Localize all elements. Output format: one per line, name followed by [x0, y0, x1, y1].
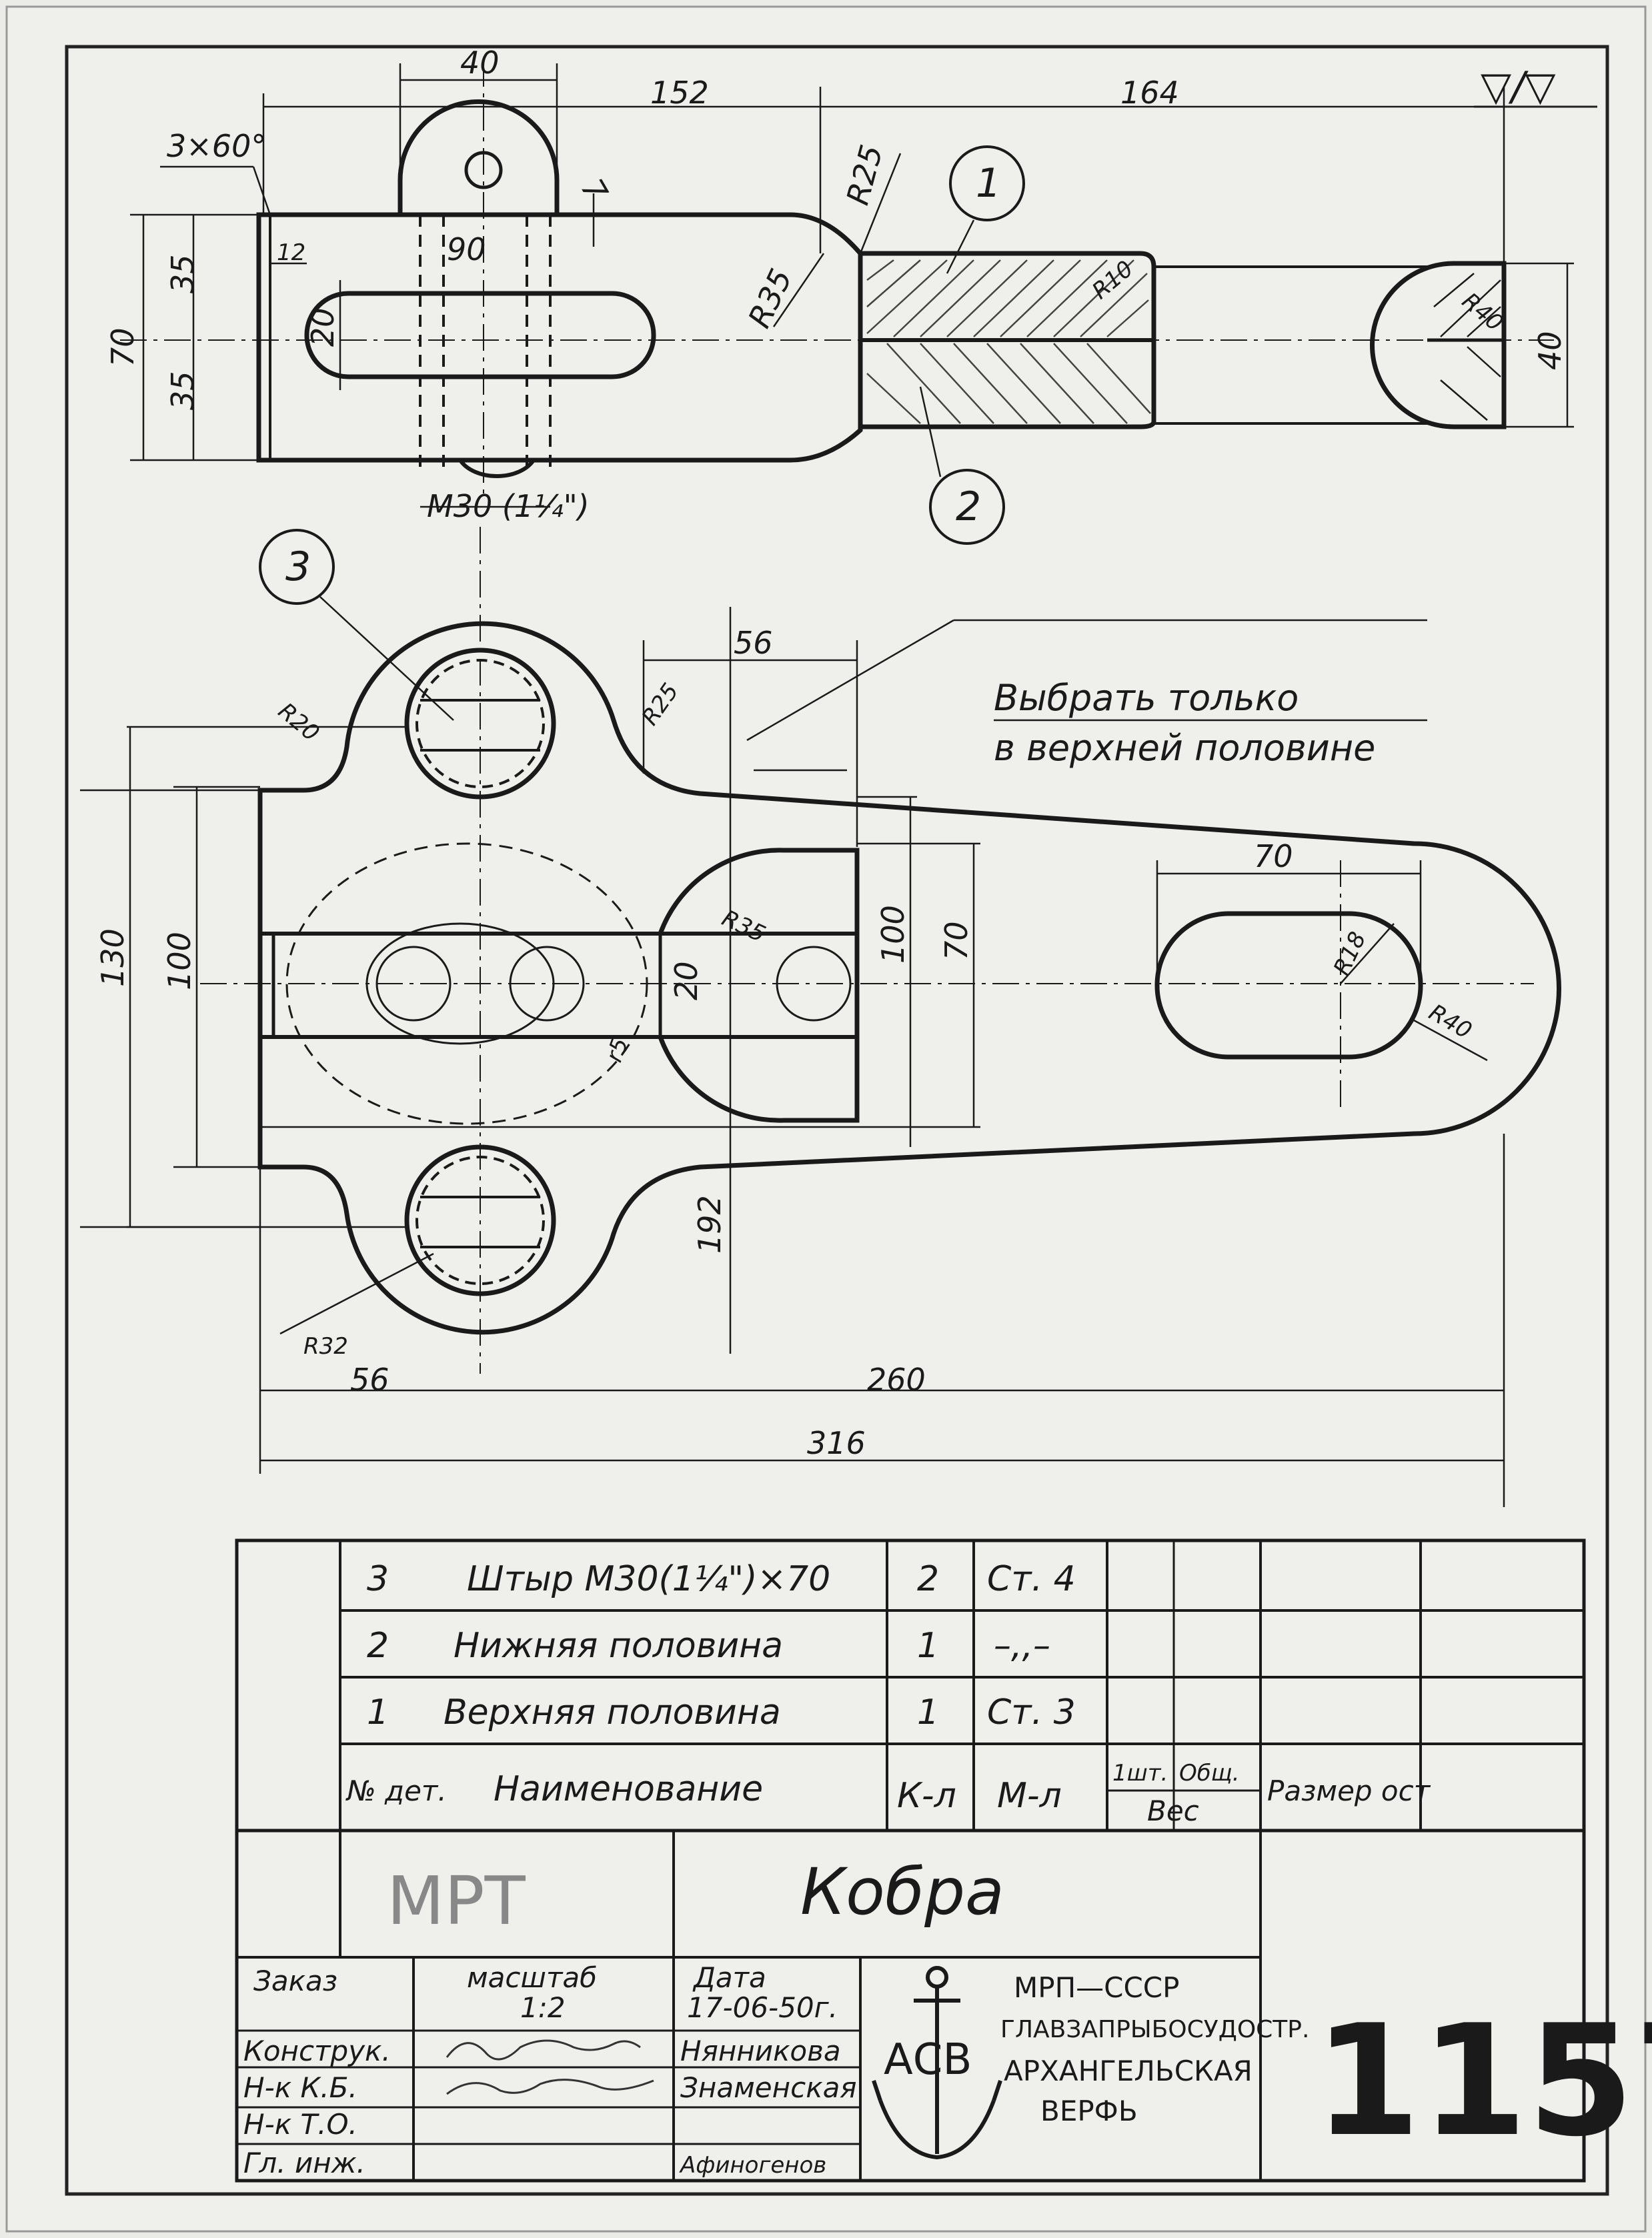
dim-56-top: 56: [734, 625, 773, 661]
bom-header-weight-one: 1шт.: [1112, 1760, 1168, 1787]
org-line4: ВЕРФЬ: [1040, 2095, 1138, 2127]
bom-header-qty: К-л: [897, 1776, 956, 1816]
bom-header-name: Наименование: [494, 1769, 763, 1809]
title-block-grid: [235, 1829, 1586, 2183]
dim-40-top: 40: [460, 45, 500, 81]
dim-70-right: 70: [938, 921, 974, 960]
bom-row-2-material: –,,–: [994, 1626, 1050, 1666]
drawing-number: 1157: [1314, 1993, 1652, 2171]
bom-row-3-name: Штыр М30(1¼")×70: [467, 1559, 830, 1599]
drawing-frame: [65, 45, 1609, 2196]
plan-view: [200, 527, 1561, 1374]
svg-text:▽/▽: ▽/▽: [1481, 63, 1556, 110]
dim-152: 152: [650, 75, 709, 111]
bom-header-weight-total: Общ.: [1179, 1760, 1240, 1787]
drawing-title: Кобра: [800, 1855, 1004, 1929]
dim-35-b: 35: [165, 371, 201, 410]
bom-header-size: Размер ост: [1267, 1775, 1431, 1807]
bom-row-1-material: Ст. 3: [987, 1693, 1076, 1733]
bom-row-2-name: Нижняя половина: [454, 1626, 783, 1666]
dim-20-plan: 20: [668, 961, 704, 1000]
bom-row: 2 Нижняя половина 1 –,,–: [367, 1626, 1050, 1666]
dim-164: 164: [1120, 75, 1179, 111]
bom-row-1-no: 1: [367, 1693, 389, 1733]
signature-1: [446, 2039, 641, 2061]
callout-2: 2: [956, 483, 981, 530]
callout-1: 1: [976, 160, 1001, 207]
role-constructor: Конструк.: [243, 2035, 391, 2067]
bom-grid: [235, 1538, 1586, 1833]
name-constructor: Нянникова: [680, 2035, 841, 2067]
dim-70-slot: 70: [1254, 838, 1293, 874]
bom-row-3-no: 3: [367, 1559, 389, 1599]
date-label: Дата: [692, 1961, 766, 1994]
role-head-kb: Н-к К.Б.: [243, 2071, 357, 2104]
roughness-mark: ▽/▽: [1474, 63, 1597, 110]
logo-text: АСВ: [884, 2035, 972, 2085]
bom-row-1-name: Верхняя половина: [444, 1693, 781, 1733]
dim-20-slot: 20: [305, 307, 341, 347]
bom-row-1-qty: 1: [917, 1693, 939, 1733]
bom-header-material: М-л: [997, 1776, 1062, 1816]
name-head-kb: Знаменская: [680, 2071, 857, 2104]
bom-row-3-qty: 2: [917, 1559, 939, 1599]
note-line1: Выбрать только: [994, 677, 1299, 719]
title-block: МРТ Кобра Заказ масштаб 1:2 Дата 17-06-5…: [243, 1855, 1652, 2179]
dim-100-right: 100: [875, 905, 911, 964]
side-dimensions: [130, 63, 1574, 508]
dim-35-a: 35: [165, 254, 201, 293]
dim-260: 260: [867, 1362, 926, 1398]
bom-header-weight: Вес: [1147, 1795, 1199, 1827]
dim-130: 130: [95, 928, 131, 987]
plan-dimensions: [80, 607, 1505, 1507]
callout-labels: 1 2 3: [285, 160, 1001, 590]
callouts: [259, 145, 1025, 721]
org-line2: ГЛАВЗАПРЫБОСУДОСТР.: [1000, 2016, 1309, 2043]
scale-value: 1:2: [520, 1991, 566, 2024]
role-head-to: Н-к Т.О.: [243, 2108, 357, 2141]
dim-100-left: 100: [161, 932, 197, 990]
bom-header: № дет. Наименование К-л М-л 1шт. Общ. Ве…: [345, 1760, 1431, 1827]
bom-row-2-no: 2: [367, 1626, 389, 1666]
bom-row: 3 Штыр М30(1¼")×70 2 Ст. 4: [367, 1559, 1076, 1599]
date-value: 17-06-50г.: [687, 1991, 838, 2024]
stamp-mark: МРТ: [387, 1862, 526, 1940]
dim-chamfer: 3×60°: [167, 128, 266, 164]
dim-70-left: 70: [105, 327, 141, 367]
dim-12: 12: [277, 239, 305, 266]
order-label: Заказ: [253, 1965, 337, 1997]
dim-90: 90: [447, 231, 486, 267]
bom-table: 3 Штыр М30(1¼")×70 2 Ст. 4 2 Нижняя поло…: [345, 1559, 1431, 1827]
anchor-logo: [872, 1966, 1002, 2160]
scale-label: масштаб: [467, 1961, 597, 1994]
org-line1: МРП—СССР: [1014, 1971, 1179, 2004]
dim-r32: R32: [303, 1333, 348, 1360]
note-line2: в верхней половине: [994, 727, 1375, 769]
dim-56-bottom: 56: [350, 1362, 389, 1398]
name-chief-engineer: Афиногенов: [679, 2152, 826, 2179]
bom-row-3-material: Ст. 4: [987, 1559, 1076, 1599]
bom-row: 1 Верхняя половина 1 Ст. 3: [367, 1693, 1076, 1733]
side-view: [120, 60, 1554, 493]
role-chief-engineer: Гл. инж.: [243, 2147, 365, 2179]
bom-row-2-qty: 1: [917, 1626, 939, 1666]
dim-316: 316: [807, 1425, 866, 1461]
org-line3: АРХАНГЕЛЬСКАЯ: [1004, 2055, 1253, 2087]
dim-thread: M30 (1¼"): [427, 488, 590, 524]
machining-note: Выбрать только в верхней половине: [994, 677, 1375, 769]
dim-40-end: 40: [1532, 331, 1568, 370]
bom-header-no: № дет.: [345, 1775, 447, 1807]
dim-192: 192: [692, 1195, 728, 1254]
signature-2: [446, 2079, 654, 2095]
side-dimension-labels: 40 152 164 3×60° R25 R35 12 90 7 70 35 3…: [105, 45, 1568, 524]
callout-3: 3: [285, 543, 311, 590]
